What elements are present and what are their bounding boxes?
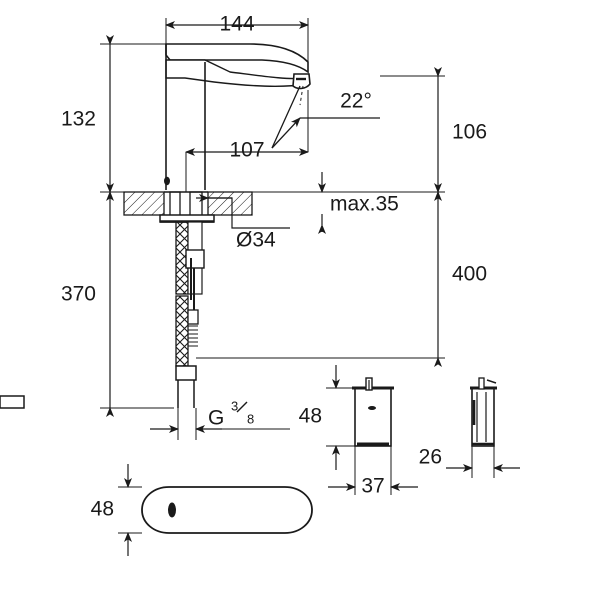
dim-label-base-48: 48: [91, 498, 114, 521]
fraction-slash: [236, 401, 248, 413]
dim-107: 107: [185, 90, 309, 192]
cable-gland: [187, 309, 199, 325]
thread-tail: [177, 380, 195, 408]
dim-label-box-37: 37: [361, 475, 384, 498]
dim-label-400: 400: [452, 263, 487, 286]
base-plan-view: 48: [91, 464, 313, 556]
faucet-elevation: [164, 43, 311, 190]
spout-upper-profile: [165, 43, 309, 74]
thread-connector: [0, 395, 25, 409]
hose-end-nut: [175, 365, 197, 381]
dim-400: 400: [196, 183, 487, 367]
flexible-hose-assembly: [0, 221, 205, 409]
dim-label-370: 370: [61, 283, 96, 306]
mounting-shank-left: [169, 191, 181, 217]
base-sensor-window: [168, 502, 176, 518]
dim-max35: max.35: [318, 172, 399, 234]
base-outline: [141, 486, 313, 534]
spout-lower-profile: [165, 59, 306, 87]
box-front-body: [354, 387, 392, 447]
deck-slab-right: [207, 191, 253, 216]
dim-thread: G 3 8: [150, 398, 290, 440]
deck-slab-left: [123, 191, 165, 216]
control-box-side-view: 26: [419, 377, 520, 478]
dim-144: 144: [165, 13, 309, 62]
dim-370: 370: [61, 183, 174, 417]
dim-label-thread-numerator: 3: [231, 398, 238, 413]
hose-coupling: [185, 249, 205, 269]
control-box-front-view: 48 37: [299, 365, 418, 498]
outlet-housing: [292, 73, 311, 90]
dim-label-box-26: 26: [419, 446, 442, 469]
dim-label-thread-denominator: 8: [247, 411, 254, 426]
dim-132: 132: [61, 35, 166, 201]
dim-label-thread: G: [208, 407, 224, 430]
geometry-layer: 144 132 370 107 22°: [0, 13, 520, 556]
dim-label-144: 144: [219, 13, 254, 36]
hose-braid-lower: [175, 295, 189, 367]
box-front-led: [368, 406, 376, 410]
angle-leader: [271, 117, 301, 149]
mounting-shank-right: [189, 191, 203, 217]
sensor-window: [164, 176, 170, 186]
angle-leg: [271, 85, 301, 149]
dim-label-22deg: 22°: [340, 90, 372, 113]
dim-label-107: 107: [229, 139, 264, 162]
dim-angle-22: 22°: [271, 85, 380, 149]
cable-coil: [188, 325, 198, 347]
box-side-inner-lines: [476, 392, 487, 442]
dim-106: 106: [252, 67, 487, 201]
deck-section: [123, 191, 253, 223]
dim-label-dia34: Ø34: [236, 229, 276, 252]
box-side-cable-stub: [478, 377, 485, 390]
box-side-bracket: [486, 379, 497, 384]
dim-label-max35: max.35: [330, 193, 399, 216]
dim-label-132: 132: [61, 108, 96, 131]
dim-dia34: Ø34: [196, 194, 290, 252]
dim-label-106: 106: [452, 121, 487, 144]
dim-label-box-48: 48: [299, 405, 322, 428]
